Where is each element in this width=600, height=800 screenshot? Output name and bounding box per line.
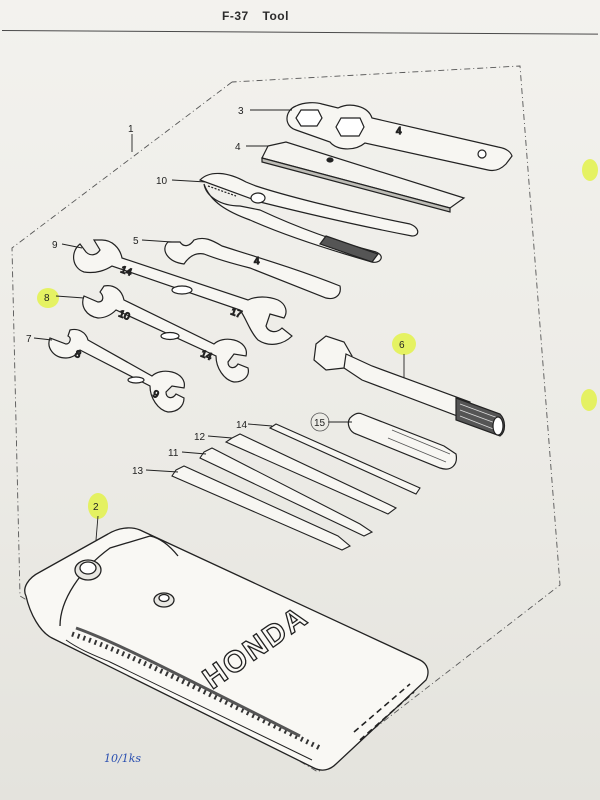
screwdriver-shaft-14 [268, 423, 421, 495]
open-end-wrench-8-9: 8 9 [48, 328, 185, 413]
socket-tool [313, 335, 506, 437]
callout-12: 12 [194, 432, 206, 443]
kit-boundary [11, 65, 561, 773]
callout-11: 11 [168, 448, 179, 459]
highlight-top-right [582, 159, 598, 181]
wrench-marking: 17 [229, 306, 244, 320]
wrench-marking: 14 [199, 349, 214, 364]
open-end-wrench-14-17: 14 17 [73, 239, 293, 345]
highlight-marks [37, 159, 598, 519]
callout-6: 6 [399, 340, 405, 351]
flat-bar-tool [261, 141, 466, 213]
spanner: 4 [164, 237, 341, 300]
wrench-marking: 10 [117, 309, 132, 324]
page-title: F-37 Tool [222, 9, 289, 23]
screwdriver-handle [347, 412, 457, 470]
wrench-marking: 9 [151, 389, 161, 401]
page-header: F-37 Tool [0, 0, 600, 40]
pliers [198, 172, 419, 263]
screwdriver-shaft-11 [199, 447, 374, 537]
wrench-marking: 8 [73, 349, 83, 361]
screwdriver-shaft-13 [171, 465, 351, 551]
box-wrench: 4 [286, 102, 513, 172]
highlight-8 [37, 288, 59, 308]
callout-5: 5 [133, 236, 139, 247]
highlight-2 [88, 493, 108, 519]
highlight-right [581, 389, 597, 411]
screwdriver-shaft-12 [224, 433, 398, 515]
callout-2: 2 [93, 502, 99, 513]
callout-labels: 1 2 3 4 5 6 7 8 9 10 11 12 13 14 15 [26, 106, 405, 513]
callout-10: 10 [156, 176, 168, 187]
handwritten-note: 10/1ks [104, 752, 141, 765]
callout-15-circle [310, 412, 330, 432]
callout-9: 9 [52, 240, 58, 251]
wrench-marking: 14 [119, 264, 134, 278]
callout-4: 4 [235, 142, 241, 153]
callout-15: 15 [314, 418, 326, 429]
wrench-marking: 4 [396, 126, 402, 137]
callout-3: 3 [238, 106, 244, 117]
open-end-wrench-10-14: 10 14 [82, 285, 249, 383]
tool-pouch: HONDA [24, 527, 429, 771]
highlight-6 [392, 333, 416, 355]
spanner-marking: 4 [254, 256, 260, 267]
callout-14: 14 [236, 420, 248, 431]
callout-8: 8 [44, 293, 50, 304]
callout-7: 7 [26, 334, 32, 345]
callout-1: 1 [128, 124, 134, 135]
leader-lines [33, 109, 405, 541]
section-title: Tool [262, 9, 289, 23]
section-number: F-37 [222, 9, 249, 23]
callout-13: 13 [132, 466, 144, 477]
